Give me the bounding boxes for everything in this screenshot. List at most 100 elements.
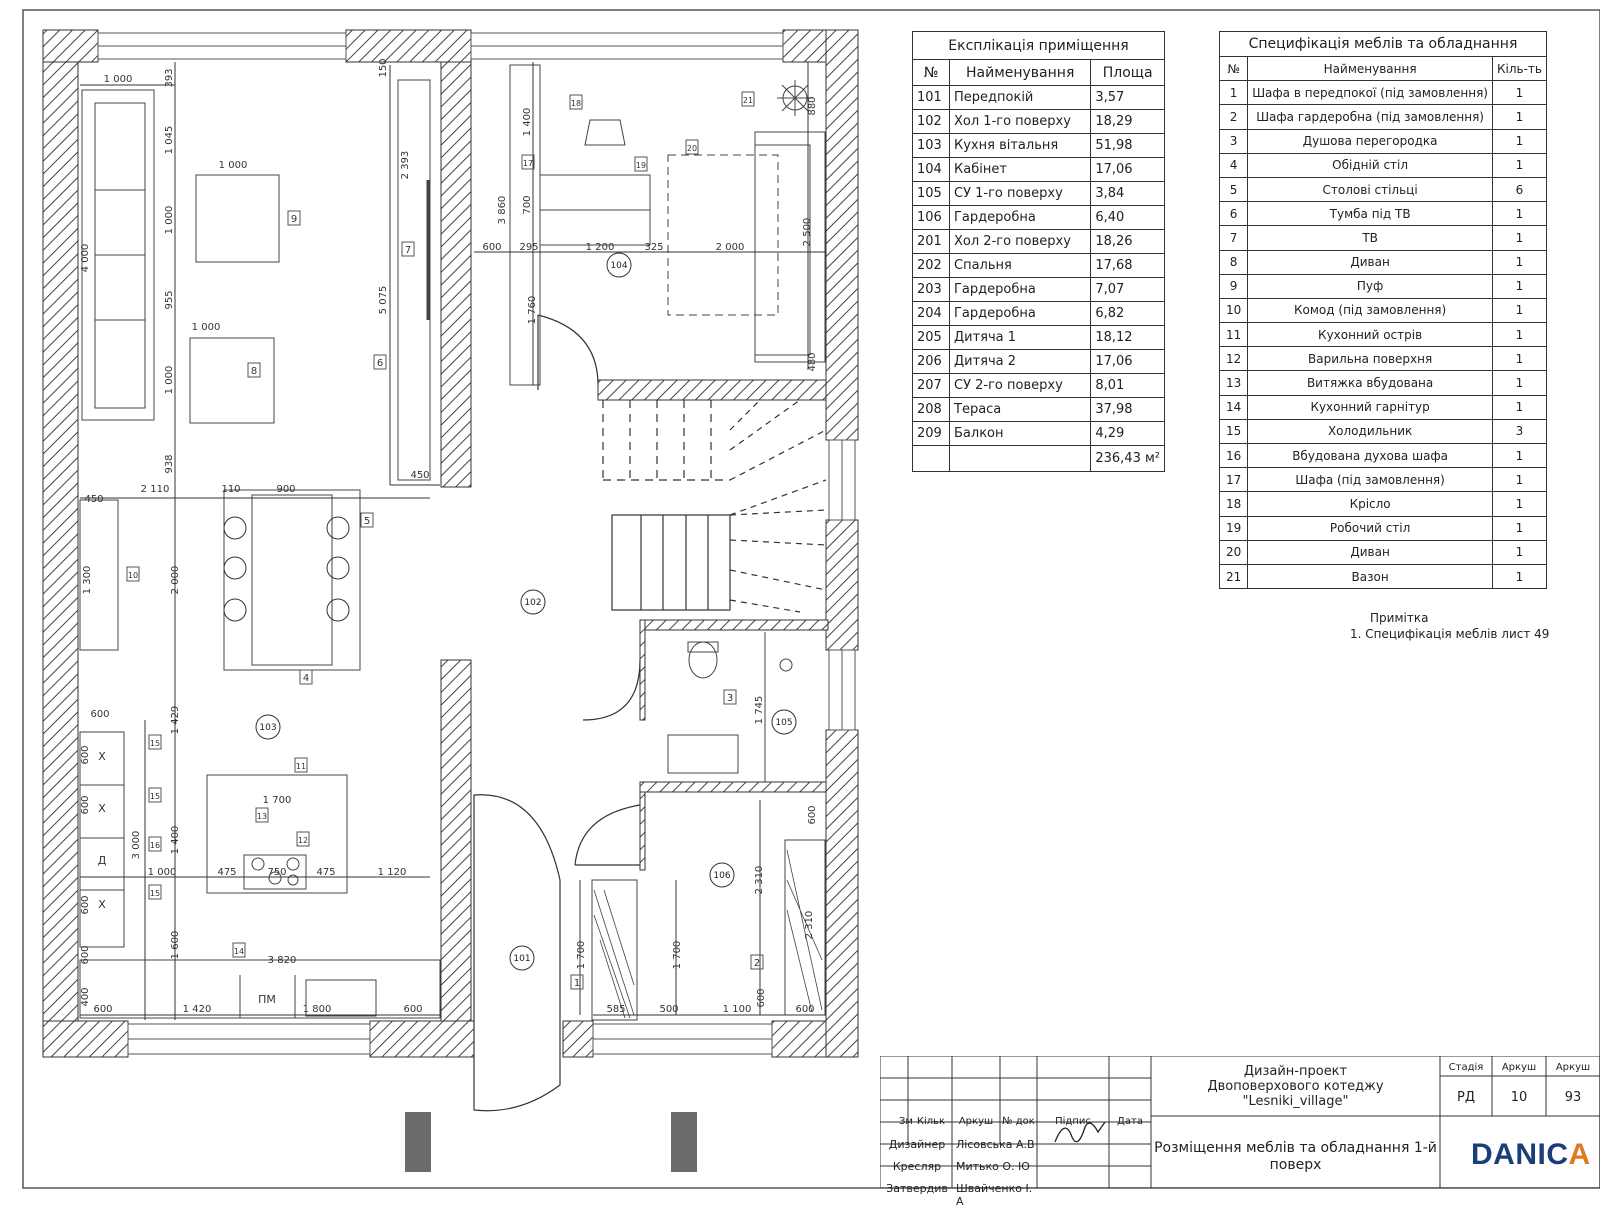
room-tag-106: 106 <box>713 871 730 881</box>
furniture-cell: 2 <box>1218 104 1249 130</box>
dim-text: 4 000 <box>80 244 91 273</box>
room-cell: Гардеробна <box>948 301 1092 326</box>
dim-text: 938 <box>164 454 175 473</box>
room-explication-table: Експлікація приміщення № Найменування Пл… <box>912 31 1165 472</box>
furniture-cell: Обідній стіл <box>1247 152 1493 178</box>
note-line: 1. Специфікація меблів лист 49 <box>1350 627 1550 641</box>
role-approver: Затвердив <box>886 1182 948 1195</box>
room-cell: Кухня вітальня <box>948 133 1092 158</box>
room-tag-103: 103 <box>259 723 276 733</box>
staircase <box>602 399 827 613</box>
furniture-cell: Пуф <box>1247 273 1493 299</box>
furniture-spec-table: Специфікація меблів та обладнання № Найм… <box>1218 31 1547 590</box>
furniture-cell: ТВ <box>1247 225 1493 251</box>
room-cell: 103 <box>912 133 950 158</box>
furniture-cell: 4 <box>1218 152 1249 178</box>
dim-text: 1 400 <box>522 108 533 137</box>
furniture-cell: 16 <box>1218 442 1249 469</box>
room-cell: 8,01 <box>1090 373 1165 398</box>
furniture-cell: 17 <box>1218 467 1249 493</box>
room-cell: 208 <box>912 397 950 422</box>
dim-text: 1 420 <box>183 1004 212 1015</box>
dim-text: 110 <box>221 484 240 495</box>
furniture-cell: 14 <box>1218 394 1249 420</box>
dim-text: 1 700 <box>263 795 292 806</box>
role-draftsman: Кресляр <box>892 1160 942 1173</box>
dim-text: 295 <box>519 242 538 253</box>
dim-text: 150 <box>378 58 389 77</box>
room-cell: Передпокій <box>948 85 1092 110</box>
tag-21: 21 <box>743 96 753 105</box>
furniture-cell: Диван <box>1247 539 1493 565</box>
room-cell: Дитяча 2 <box>948 349 1092 374</box>
furniture-cell: 5 <box>1218 176 1249 203</box>
role-designer: Дизайнер <box>888 1138 946 1151</box>
col-label-doc: № док <box>1002 1116 1035 1127</box>
tag-15c: 15 <box>150 889 160 898</box>
dim-text: 600 <box>80 795 91 814</box>
room-cell: 51,98 <box>1090 133 1165 158</box>
furniture-cell: Витяжка вбудована <box>1247 370 1493 396</box>
furniture-cell: 6 <box>1492 176 1547 203</box>
dim-text: 585 <box>606 1004 625 1015</box>
name-designer: Лісовська А.В <box>956 1138 1035 1151</box>
stage-label: Стадія <box>1448 1062 1484 1073</box>
dim-text: 880 <box>807 96 818 115</box>
dim-text: 1 400 <box>170 826 181 855</box>
furniture-cell: 1 <box>1492 467 1547 493</box>
dim-text: 1 045 <box>164 126 175 155</box>
room-cell: 3,84 <box>1090 181 1165 206</box>
furniture-cell: Холодильник <box>1247 418 1493 445</box>
furniture-cell: 15 <box>1218 418 1249 445</box>
room-cell: 102 <box>912 109 950 134</box>
dim-text: 5 075 <box>378 286 389 315</box>
furniture-cell: 7 <box>1218 225 1249 251</box>
total-empty <box>912 445 950 472</box>
tag-6: 6 <box>377 358 383 369</box>
furniture-cell: 8 <box>1218 249 1249 275</box>
furniture-cell: 1 <box>1492 104 1547 130</box>
dim-text: 1 000 <box>219 160 248 171</box>
dimension-texts: 1 000 393 1 045 1 000 1 000 4 000 955 1 … <box>80 58 818 1015</box>
column-left <box>405 1112 431 1172</box>
sheet-label: Аркуш <box>1501 1062 1537 1073</box>
dim-text: 400 <box>80 987 91 1006</box>
tag-10: 10 <box>128 571 138 580</box>
room-tag-101: 101 <box>513 954 530 964</box>
mark-fridge-3: Х <box>98 898 106 911</box>
furniture-cell: 20 <box>1218 539 1249 565</box>
furniture-cell: 3 <box>1218 128 1249 154</box>
mark-fridge-2: Х <box>98 802 106 815</box>
room-cell: 205 <box>912 325 950 350</box>
dim-text: 450 <box>84 494 103 505</box>
room-cell: Хол 1-го поверху <box>948 109 1092 134</box>
column-right <box>671 1112 697 1172</box>
furniture-cell: Тумба під ТВ <box>1247 201 1493 227</box>
room-tag-labels: 101 102 103 104 105 106 <box>259 261 792 964</box>
dim-text: 600 <box>756 988 767 1007</box>
tag-20: 20 <box>687 144 697 153</box>
furniture-cell: Кухонний острів <box>1247 322 1493 348</box>
furniture-cell: 1 <box>1492 346 1547 372</box>
dim-text: 1 000 <box>164 206 175 235</box>
sheet-title: Розміщення меблів та обладнання 1-й пове… <box>1151 1140 1440 1174</box>
dim-text: 600 <box>482 242 501 253</box>
dim-text: 2 000 <box>716 242 745 253</box>
furniture-cell: Вазон <box>1247 563 1493 590</box>
